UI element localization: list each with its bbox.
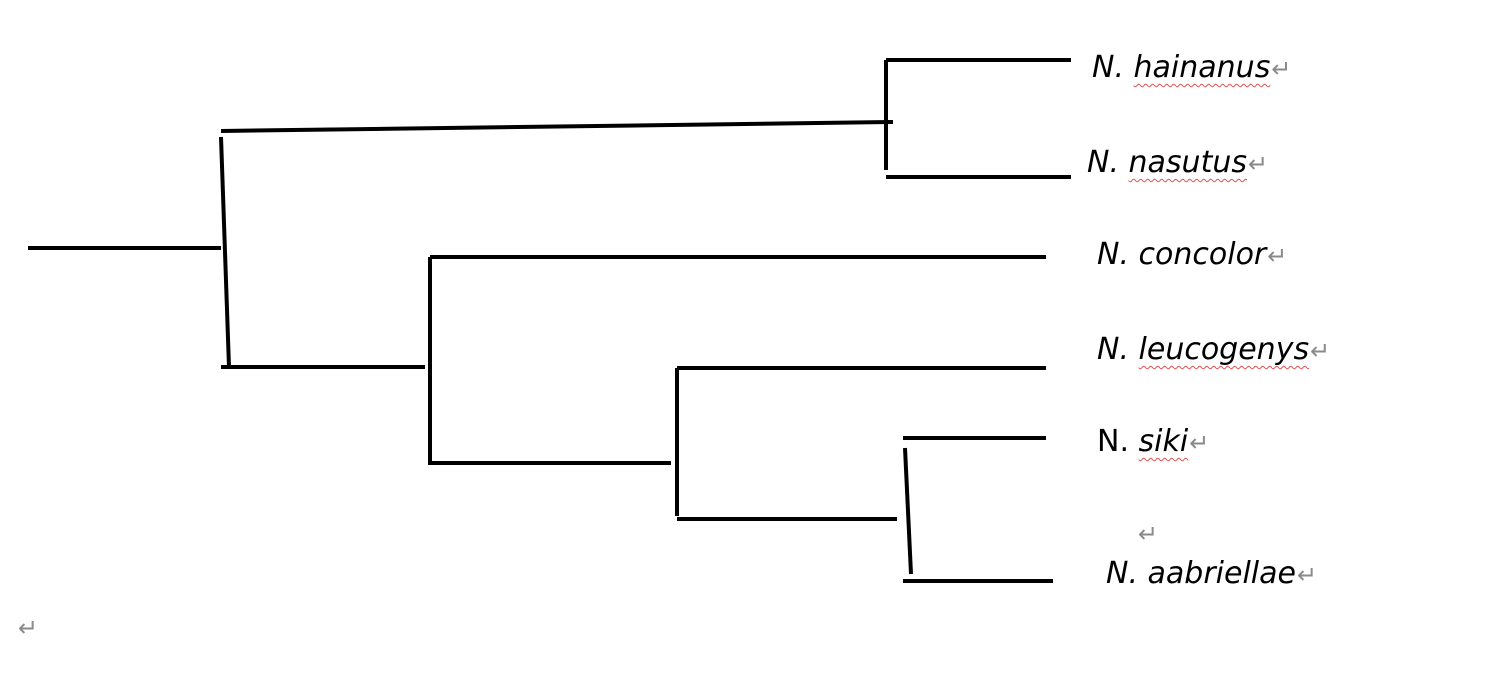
taxon-label-siki: N. siki↵ bbox=[1097, 424, 1209, 461]
paragraph-mark-icon: ↵ bbox=[1296, 561, 1318, 589]
genus-abbrev: N. bbox=[1092, 50, 1124, 85]
species-name: siki bbox=[1138, 424, 1189, 459]
genus-abbrev: N. bbox=[1097, 237, 1129, 272]
paragraph-mark-icon: ↵ bbox=[1310, 337, 1331, 365]
paragraph-mark-icon: ↵ bbox=[1271, 55, 1292, 83]
taxon-label-aabriellae: N. aabriellae↵ bbox=[1106, 556, 1317, 593]
species-name: leucogenys bbox=[1138, 332, 1310, 367]
taxon-label-concolor: N. concolor↵ bbox=[1097, 237, 1287, 274]
trailing-paragraph-mark-icon: ↵ bbox=[18, 614, 39, 642]
species-name: aabriellae bbox=[1147, 556, 1296, 591]
genus-abbrev: N. bbox=[1097, 332, 1129, 367]
genus-abbrev: N. bbox=[1087, 145, 1119, 180]
paragraph-mark-icon: ↵ bbox=[1189, 429, 1210, 457]
species-name: hainanus bbox=[1133, 50, 1271, 85]
species-name: nasutus bbox=[1128, 145, 1247, 180]
paragraph-mark-icon: ↵ bbox=[1247, 150, 1269, 178]
taxon-label-leucogenys: N. leucogenys↵ bbox=[1097, 332, 1330, 369]
root-node-connector bbox=[219, 136, 231, 368]
genus-abbrev: N. bbox=[1106, 556, 1138, 591]
node-siki-connector bbox=[903, 447, 913, 575]
empty-paragraph-mark-icon: ↵ bbox=[1138, 520, 1159, 548]
branch-hainanus-nasutus-clade bbox=[220, 120, 894, 133]
species-name: concolor bbox=[1138, 237, 1267, 272]
taxon-label-hainanus: N. hainanus↵ bbox=[1092, 50, 1291, 87]
paragraph-mark-icon: ↵ bbox=[1267, 242, 1288, 270]
genus-abbrev: N. bbox=[1097, 424, 1129, 459]
taxon-label-nasutus: N. nasutus↵ bbox=[1087, 145, 1268, 182]
